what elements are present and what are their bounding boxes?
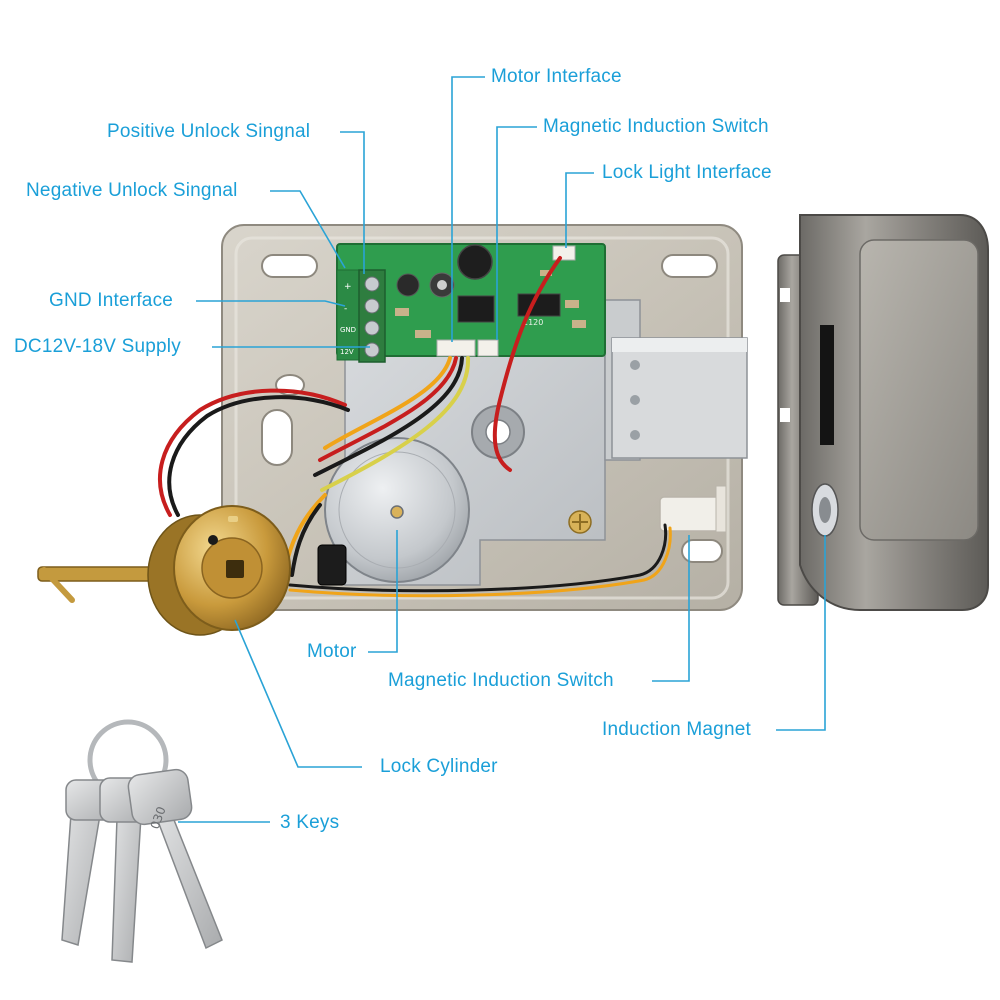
label-keys: 3 Keys <box>280 812 340 833</box>
label-gnd-interface: GND Interface <box>49 290 174 311</box>
leader-lines <box>178 76 826 823</box>
label-lock-light-interface: Lock Light Interface <box>602 162 772 183</box>
label-magnetic-induction-switch-top: Magnetic Induction Switch <box>543 116 769 137</box>
label-positive-unlock-signal: Positive Unlock Singnal <box>107 121 311 142</box>
label-induction-magnet: Induction Magnet <box>602 719 751 740</box>
control-board: + - GND 12V 1120 <box>336 243 606 363</box>
label-dc-supply: DC12V-18V Supply <box>14 336 181 357</box>
terminal-mark: + <box>344 282 352 292</box>
wires <box>158 256 672 598</box>
magnetic-switch-part <box>659 485 727 533</box>
lock-cylinder-part <box>37 505 291 636</box>
label-motor-interface: Motor Interface <box>491 66 622 87</box>
label-motor: Motor <box>307 641 357 662</box>
terminal-mark: - <box>344 304 347 314</box>
label-negative-unlock-signal: Negative Unlock Singnal <box>26 180 238 201</box>
plate-screw <box>568 510 592 534</box>
label-magnetic-induction-switch-bottom: Magnetic Induction Switch <box>388 670 614 691</box>
strike-plate <box>777 214 989 611</box>
terminal-mark: GND <box>340 326 356 334</box>
label-lock-cylinder: Lock Cylinder <box>380 756 498 777</box>
terminal-mark: 12V <box>340 348 354 356</box>
chip-code: 1120 <box>523 318 543 327</box>
keys-illustration: 030 <box>61 719 223 963</box>
latch-bolt <box>604 299 748 461</box>
